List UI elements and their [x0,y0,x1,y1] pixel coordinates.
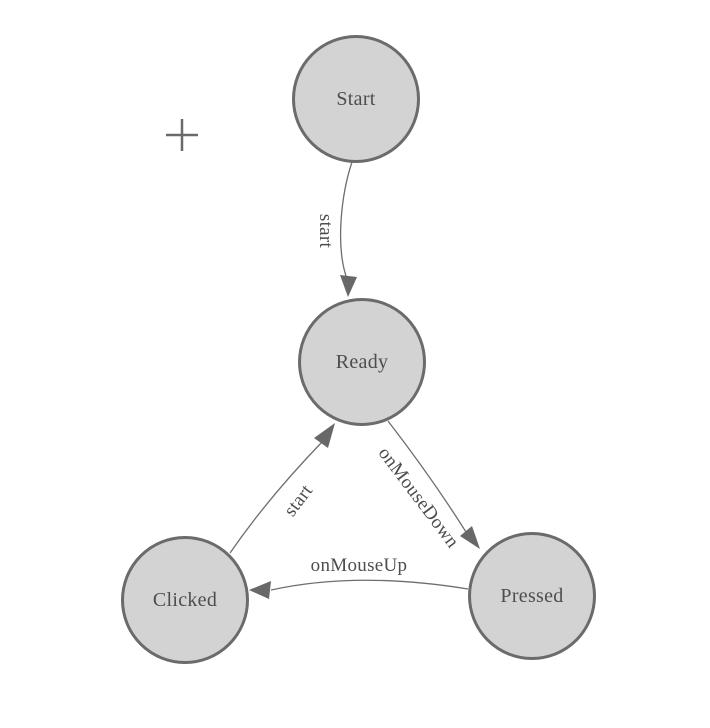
edge-pressed-to-clicked [270,579,469,591]
node-ready[interactable]: Ready [298,298,426,426]
node-clicked[interactable]: Clicked [121,536,249,664]
node-clicked-label: Clicked [152,588,218,611]
edge-clicked-to-ready [229,441,323,554]
crosshair-plus-icon [166,119,198,151]
edge-label-pressed-to-clicked: onMouseUp [310,555,408,576]
node-start[interactable]: Start [292,35,420,163]
arrowhead-start-to-ready [340,275,357,297]
node-ready-label: Ready [335,350,389,373]
arrowhead-clicked-to-ready [314,423,335,448]
arrowhead-pressed-to-clicked [249,581,271,599]
node-start-label: Start [336,87,376,110]
node-pressed-label: Pressed [500,584,564,607]
edge-start-to-ready [339,161,353,277]
edge-label-start-to-ready: start [315,213,336,249]
node-pressed[interactable]: Pressed [468,532,596,660]
edge-ready-to-pressed [387,420,467,533]
arrowhead-ready-to-pressed [460,526,480,549]
